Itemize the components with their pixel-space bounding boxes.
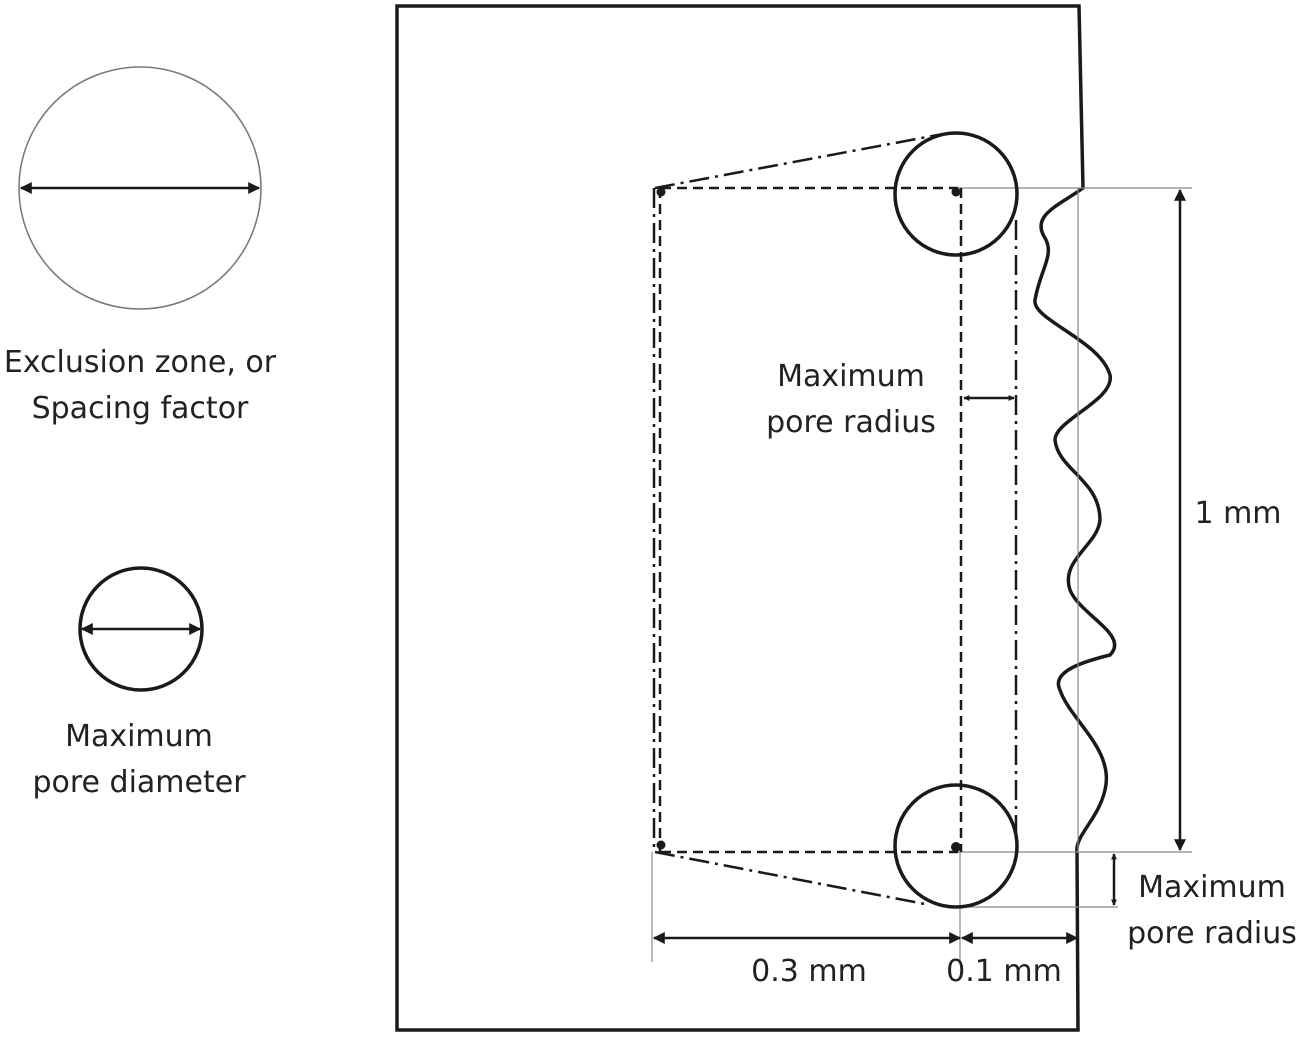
exclusion-zone-circle [18,66,262,310]
pore-centre-region [658,186,963,854]
surface-offset-label: 0.1 mm [946,954,1062,989]
top-left-centre-dot [656,187,666,197]
pore-diameter-label-line1: Maximum [65,719,213,754]
bottom-pore-circle [893,783,1019,909]
exclusion-zone-label-line2: Spacing factor [32,391,249,426]
exclusion-envelope [652,132,1018,907]
lower-pore-radius-label-line2: pore radius [1127,916,1297,951]
bottom-right-centre-dot [951,842,961,852]
specimen-outline [395,4,1117,1032]
exclusion-zone-symbol [18,66,262,310]
pore-diameter-symbol [78,566,204,692]
inner-pore-radius-label-line2: pore radius [766,405,936,440]
lower-pore-radius-label-line1: Maximum [1138,870,1286,905]
bottom-left-centre-dot [656,840,666,850]
depth-label: 0.3 mm [751,954,867,989]
exclusion-zone-label-line1: Exclusion zone, or [4,345,277,380]
inner-pore-radius-label-line1: Maximum [777,359,925,394]
top-pore-circle [893,131,1019,257]
height-label: 1 mm [1194,496,1281,531]
pore-diameter-label-line2: pore diameter [32,765,246,800]
pore-diameter-circle [78,566,204,692]
top-right-centre-dot [951,187,961,197]
